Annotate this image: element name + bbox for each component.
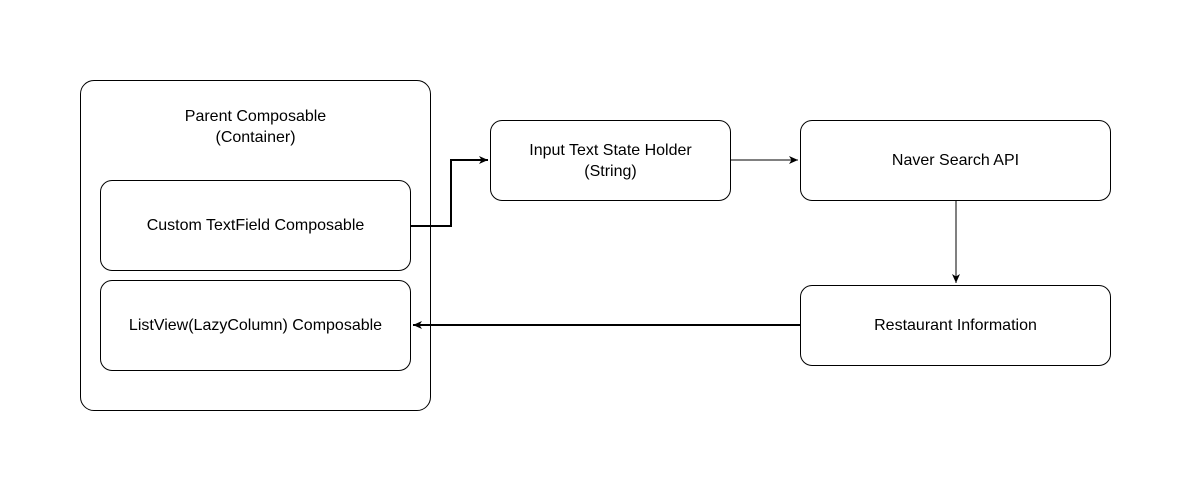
- naver-search-api-node: Naver Search API: [800, 120, 1111, 201]
- naver-search-api-label: Naver Search API: [891, 152, 1020, 169]
- parent-title-line1: Parent Composable: [184, 108, 327, 125]
- restaurant-info-label: Restaurant Information: [874, 317, 1037, 334]
- custom-textfield-node: Custom TextField Composable: [100, 180, 411, 271]
- listview-node: ListView(LazyColumn) Composable: [100, 280, 411, 371]
- parent-title-line2: (Container): [215, 129, 296, 146]
- custom-textfield-label: Custom TextField Composable: [146, 217, 365, 234]
- state-holder-node: Input Text State Holder (String): [490, 120, 731, 201]
- state-holder-label-line1: Input Text State Holder: [529, 141, 692, 159]
- parent-composable-title: Parent Composable (Container): [81, 106, 430, 148]
- listview-label: ListView(LazyColumn) Composable: [128, 317, 383, 334]
- restaurant-info-node: Restaurant Information: [800, 285, 1111, 366]
- arrow-textfield-to-state-holder: [411, 156, 488, 227]
- state-holder-label-line2: (String): [584, 162, 637, 180]
